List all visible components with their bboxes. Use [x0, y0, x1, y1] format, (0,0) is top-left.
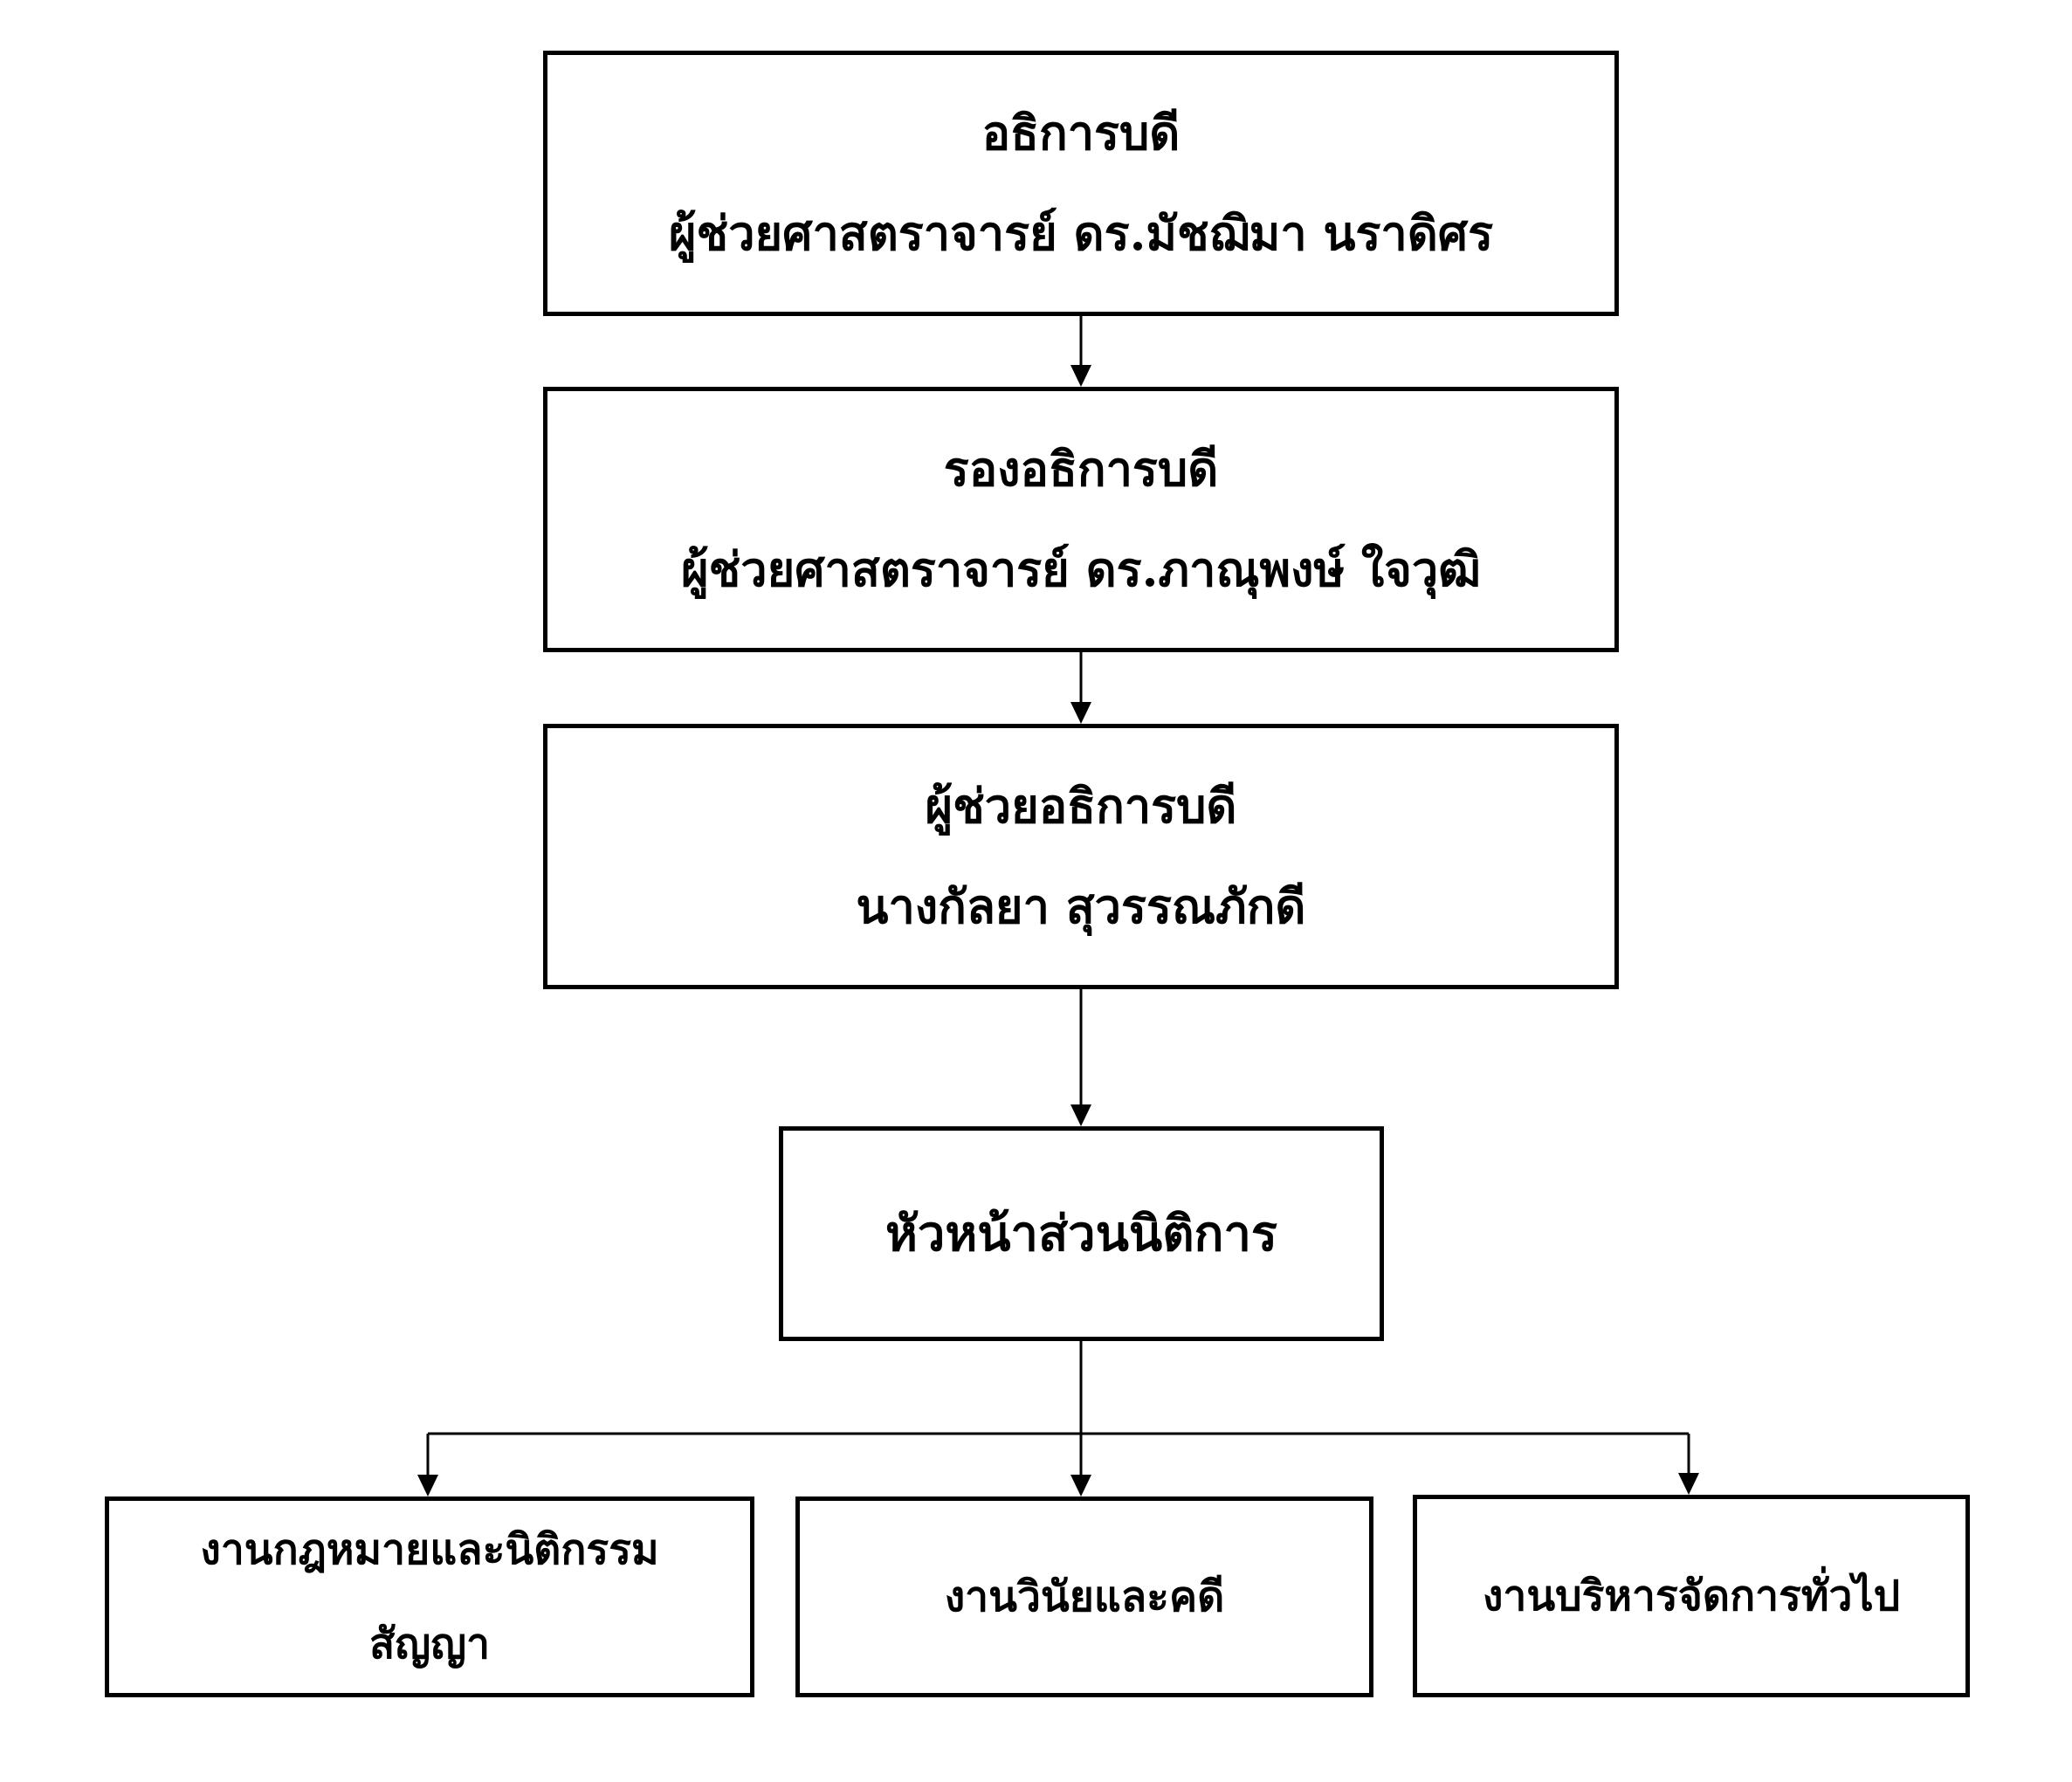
assistant-director-name: นางกัลยา สุวรรณภักดี	[856, 878, 1306, 934]
arrowhead-assistant	[1070, 702, 1091, 724]
unit-law-contracts-line-1: งานกฎหมายและนิติกรรม	[200, 1525, 659, 1574]
arrowhead-unit-law	[417, 1475, 438, 1496]
box-director: อธิการบดี ผู้ช่วยศาสตราจารย์ ดร.มัชฌิมา …	[543, 51, 1619, 316]
box-assistant-director: ผู้ช่วยอธิการบดี นางกัลยา สุวรรณภักดี	[543, 724, 1619, 989]
box-deputy-director: รองอธิการบดี ผู้ช่วยศาสตราจารย์ ดร.ภาณุพ…	[543, 387, 1619, 652]
unit-general-administration-label: งานบริหารจัดการทั่วไป	[1482, 1572, 1901, 1620]
arrowhead-unit-admin	[1678, 1473, 1699, 1495]
unit-law-contracts-line-2: สัญญา	[368, 1620, 491, 1668]
box-unit-general-administration: งานบริหารจัดการทั่วไป	[1413, 1495, 1970, 1697]
head-legal-division-title: หัวหน้าส่วนนิติการ	[885, 1204, 1277, 1263]
arrowhead-deputy	[1070, 365, 1091, 387]
box-unit-discipline-cases: งานวินัยและคดี	[795, 1496, 1373, 1697]
unit-discipline-cases-label: งานวินัยและคดี	[944, 1572, 1225, 1621]
assistant-director-title: ผู้ช่วยอธิการบดี	[925, 778, 1237, 834]
deputy-director-name: ผู้ช่วยศาสตราจารย์ ดร.ภาณุพงษ์ ใจวุฒิ	[681, 541, 1481, 597]
box-head-legal-division: หัวหน้าส่วนนิติการ	[779, 1126, 1384, 1341]
arrowhead-head	[1070, 1104, 1091, 1126]
director-name: ผู้ช่วยศาสตราจารย์ ดร.มัชฌิมา นราดิศร	[668, 205, 1494, 261]
box-unit-law-contracts: งานกฎหมายและนิติกรรม สัญญา	[105, 1496, 754, 1697]
director-title: อธิการบดี	[981, 105, 1181, 161]
deputy-director-title: รองอธิการบดี	[943, 441, 1219, 497]
arrowhead-unit-discipline	[1070, 1475, 1091, 1496]
